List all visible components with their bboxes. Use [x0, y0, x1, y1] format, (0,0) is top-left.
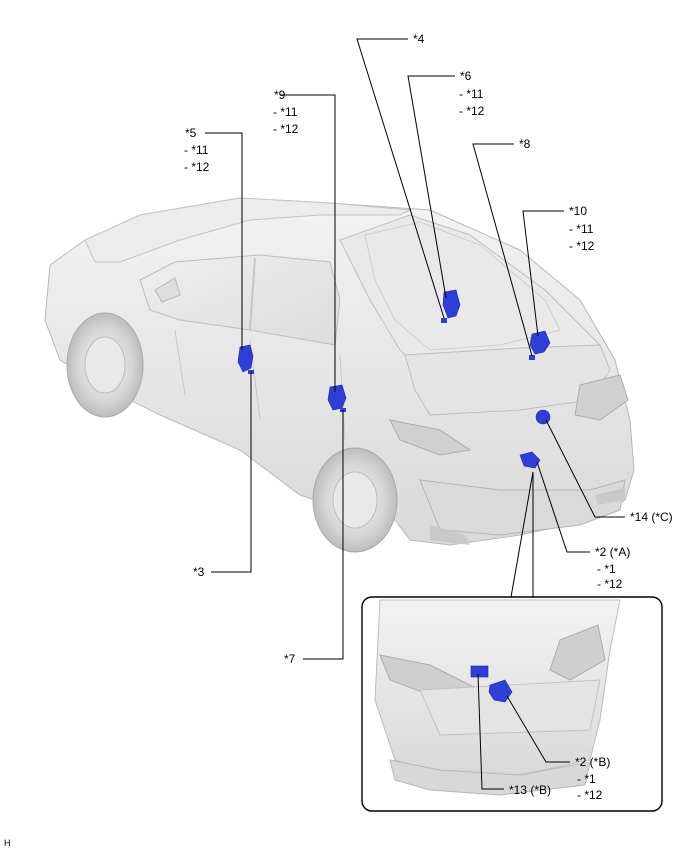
callout-2b-sub-1: - *1: [577, 772, 596, 786]
callout-3-label: *3: [193, 565, 205, 579]
vehicle-illustration: [44, 197, 635, 553]
callout-5-sub-2: - *12: [184, 160, 210, 174]
callout-2a-label: *2 (*A): [595, 545, 631, 559]
component-5-door-lock: [237, 344, 254, 373]
callout-4-label: *4: [413, 32, 425, 46]
callout-9-sub-1: - *11: [273, 105, 298, 119]
component-markers: [237, 289, 551, 469]
callout-6-label: *6: [460, 69, 472, 83]
callout-10-sub-1: - *11: [569, 222, 594, 236]
component-13-latch-switch: [470, 665, 489, 678]
callout-7-label: *7: [284, 652, 296, 666]
callout-14-label: *14 (*C): [630, 510, 673, 524]
component-2b-latch: [488, 679, 513, 703]
leader-lines: [205, 38, 625, 790]
figure-id: H: [4, 838, 11, 848]
callout-9-label: *9: [274, 88, 286, 102]
callout-2b-sub-2: - *12: [577, 788, 603, 802]
callout-9-sub-2: - *12: [273, 122, 299, 136]
callout-2b-label: *2 (*B): [575, 755, 611, 769]
component-4-connector: [441, 318, 447, 323]
component-14-switch: [535, 409, 551, 425]
component-10-lock: [529, 330, 551, 355]
component-6-lock: [442, 289, 461, 319]
callout-13-label: *13 (*B): [509, 783, 552, 797]
component-8-connector: [529, 355, 535, 360]
callout-5-label: *5: [185, 126, 197, 140]
callout-10-sub-2: - *12: [569, 239, 595, 253]
callout-6-sub-1: - *11: [459, 87, 484, 101]
callout-5-sub-1: - *11: [184, 143, 209, 157]
callout-6-sub-2: - *12: [459, 104, 485, 118]
callout-8-label: *8: [519, 137, 531, 151]
callout-2a-sub-1: - *1: [597, 562, 616, 576]
callout-2a-sub-2: - *12: [597, 577, 623, 591]
callout-10-label: *10: [569, 204, 588, 218]
